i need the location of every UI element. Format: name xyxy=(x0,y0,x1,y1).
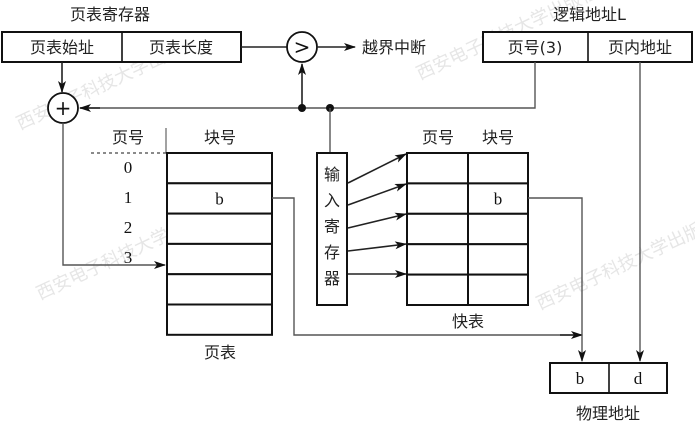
physical-address: b d 物理地址 xyxy=(549,362,668,423)
page-number-field: 页号(3) xyxy=(508,38,563,57)
tlb-block-cell xyxy=(467,212,529,246)
page-offset-field: 页内地址 xyxy=(608,38,672,57)
page-table-block-header: 块号 xyxy=(204,128,236,147)
page-table-length-field: 页表长度 xyxy=(149,38,213,57)
tlb-block-to-physical-arrow xyxy=(528,197,586,362)
page-table-row xyxy=(166,182,273,215)
compare-symbol: > xyxy=(294,35,311,59)
physical-offset-field: d xyxy=(634,369,643,388)
page-table-row xyxy=(166,242,273,276)
adder-to-page-table-arrow xyxy=(62,123,166,269)
input-register-char-3: 存 xyxy=(324,243,340,262)
compare-arrow-row-3 xyxy=(347,241,407,252)
tlb-block-cell xyxy=(467,182,529,215)
page-number-0: 0 xyxy=(124,158,133,177)
input-register-box xyxy=(316,152,348,306)
input-register-char-4: 器 xyxy=(324,269,340,288)
tlb-block-cell xyxy=(467,152,529,185)
tlb-page-cell xyxy=(406,212,469,246)
page-table-register-label: 页表寄存器 xyxy=(70,5,150,24)
input-register: 输 入 寄 存 器 xyxy=(316,152,348,306)
logical-address: 页号(3) 页内地址 xyxy=(482,31,693,63)
compare-arrow-row-1 xyxy=(347,183,407,206)
tlb-page-cell xyxy=(406,182,469,215)
logical-address-label: 逻辑地址L xyxy=(553,5,626,24)
tlb: 页号 块号 b 快表 xyxy=(406,128,529,331)
page-table-register: 页表始址 页表长度 xyxy=(1,31,242,63)
tlb-block-value: b xyxy=(494,189,503,208)
tlb-caption: 快表 xyxy=(452,312,484,331)
page-table-block-cell: b xyxy=(215,189,224,208)
tlb-block-header: 块号 xyxy=(482,128,514,147)
physical-block-field: b xyxy=(576,369,585,388)
tlb-page-header: 页号 xyxy=(422,128,454,147)
page-number-1: 1 xyxy=(124,188,133,207)
input-register-char-0: 输 xyxy=(324,165,340,184)
tlb-page-cell xyxy=(406,273,469,307)
input-register-char-1: 入 xyxy=(324,191,340,210)
page-table-block-line xyxy=(272,197,582,336)
tlb-page-cell xyxy=(406,243,469,276)
physical-address-label: 物理地址 xyxy=(576,404,640,423)
tlb-page-cell xyxy=(406,152,469,185)
page-table-page-header: 页号 xyxy=(112,128,144,147)
page-table-row xyxy=(166,152,273,185)
input-register-char-2: 寄 xyxy=(324,217,340,236)
compare-arrow-row-0 xyxy=(347,153,407,184)
page-table-row xyxy=(166,273,273,306)
junction-dot-compare xyxy=(298,104,306,112)
adder-symbol: + xyxy=(55,96,72,120)
page-number-bus xyxy=(80,62,536,109)
page-number-3: 3 xyxy=(124,248,133,267)
compare-arrow-row-2 xyxy=(347,212,407,229)
page-table: 页号 块号 0 1 2 3 b 页表 xyxy=(91,128,273,362)
page-table-caption: 页表 xyxy=(204,343,236,362)
page-table-base-field: 页表始址 xyxy=(30,38,94,57)
tlb-block-cell xyxy=(467,273,529,307)
page-number-2: 2 xyxy=(124,218,133,237)
page-table-row xyxy=(166,212,273,245)
overflow-interrupt-label: 越界中断 xyxy=(362,38,426,57)
page-table-row xyxy=(166,303,273,336)
tlb-block-cell xyxy=(467,243,529,276)
watermark-text-4: 西安电子科技大学出版社 xyxy=(533,212,695,315)
